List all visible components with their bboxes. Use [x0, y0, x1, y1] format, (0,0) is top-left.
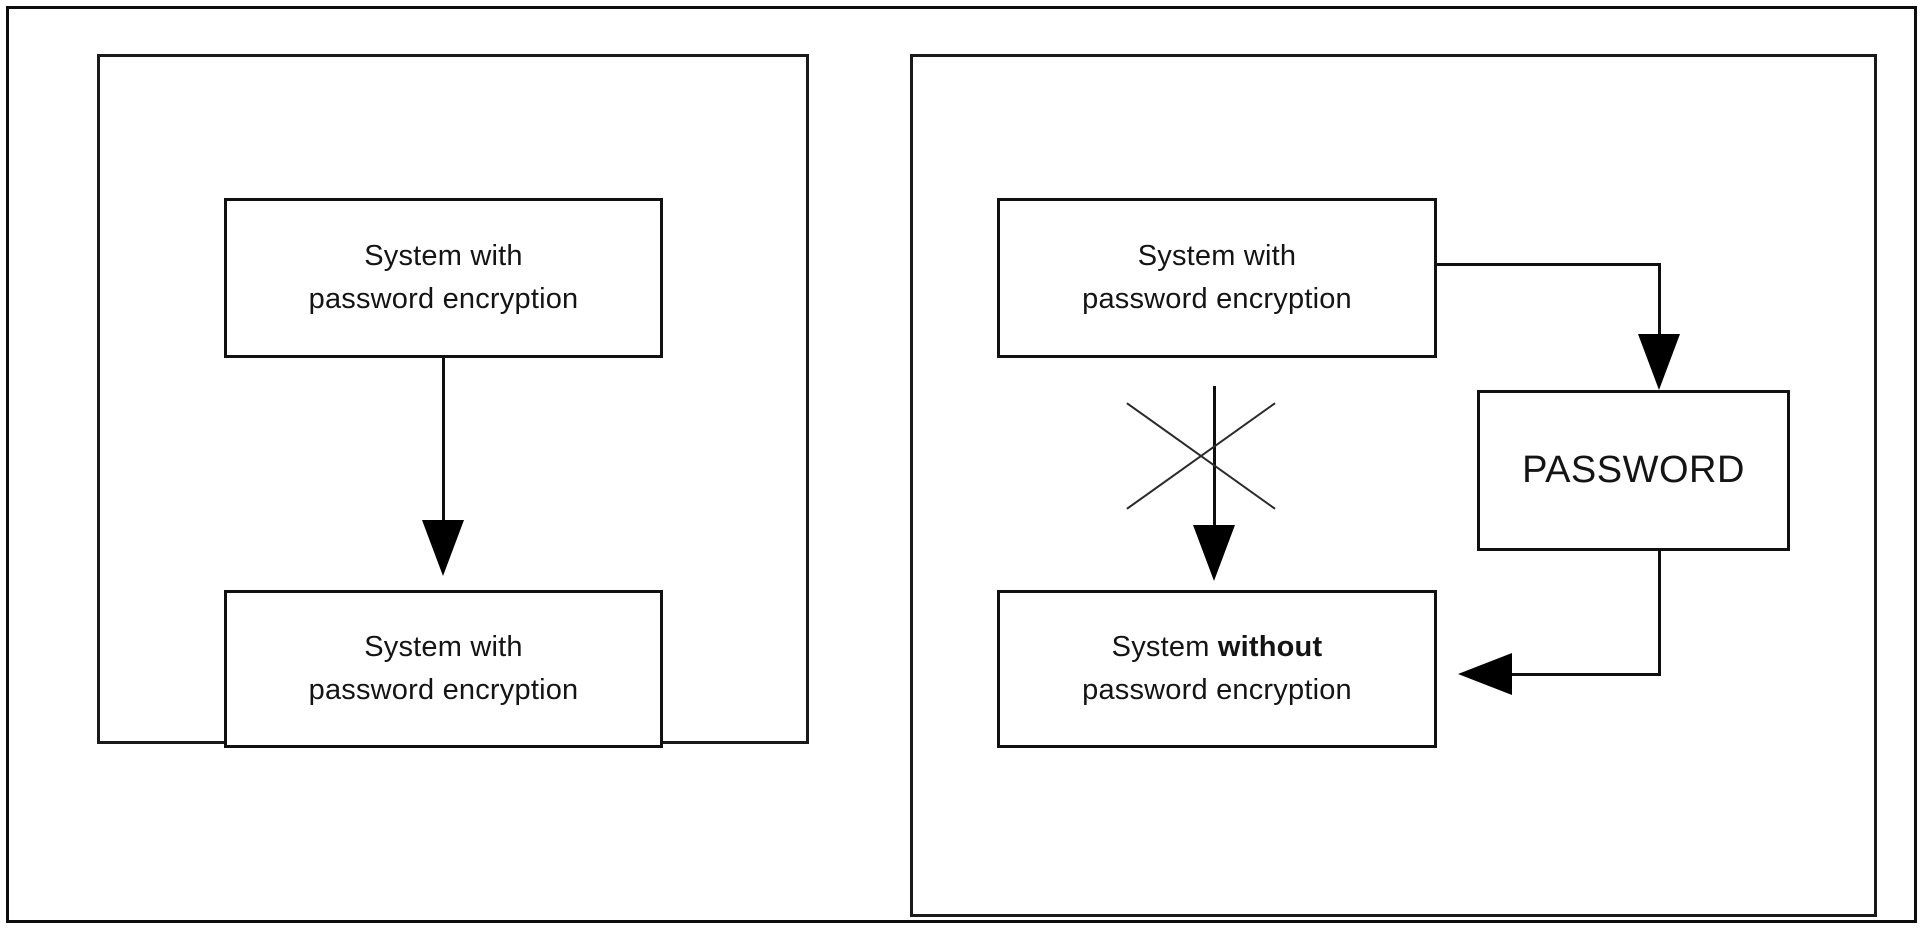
connector-inject-vertical-line: [1658, 551, 1661, 676]
node-label-line1: System with: [364, 631, 523, 664]
connector-left-vertical-line: [442, 358, 445, 524]
connector-inject-horizontal-line: [1512, 673, 1660, 676]
node-label-line1: System without: [1112, 626, 1323, 669]
connector-extract-horizontal-line: [1437, 263, 1661, 266]
node-system-with-encryption-right: System with password encryption: [997, 198, 1437, 358]
node-system-with-encryption-target: System with password encryption: [224, 590, 663, 748]
arrowhead-inject-left-icon: [1458, 653, 1512, 695]
node-label-line1: System with: [364, 240, 523, 273]
node-label-line1: System with: [1137, 240, 1297, 273]
node-label-line2: password encryption: [308, 674, 579, 706]
connector-right-vertical-blocked-line: [1213, 386, 1216, 529]
arrowhead-right-down-blocked-icon: [1193, 525, 1235, 581]
node-system-without-encryption: System without password encryption: [997, 590, 1437, 748]
node-label-line2: password encryption: [308, 283, 579, 315]
arrowhead-extract-down-icon: [1638, 334, 1680, 390]
x-cross-blocked-icon: [1110, 390, 1292, 520]
node-password: PASSWORD: [1477, 390, 1790, 551]
node-label-line1-emphasis: without: [1217, 631, 1323, 664]
node-label-line1-prefix: System: [1111, 631, 1218, 664]
node-label-line1: PASSWORD: [1522, 449, 1745, 492]
connector-extract-vertical-line: [1658, 263, 1661, 343]
node-system-with-encryption-source: System with password encryption: [224, 198, 663, 358]
arrowhead-left-down-icon: [422, 520, 464, 576]
node-label-line2: password encryption: [1082, 674, 1352, 706]
node-label-line2: password encryption: [1082, 283, 1352, 315]
